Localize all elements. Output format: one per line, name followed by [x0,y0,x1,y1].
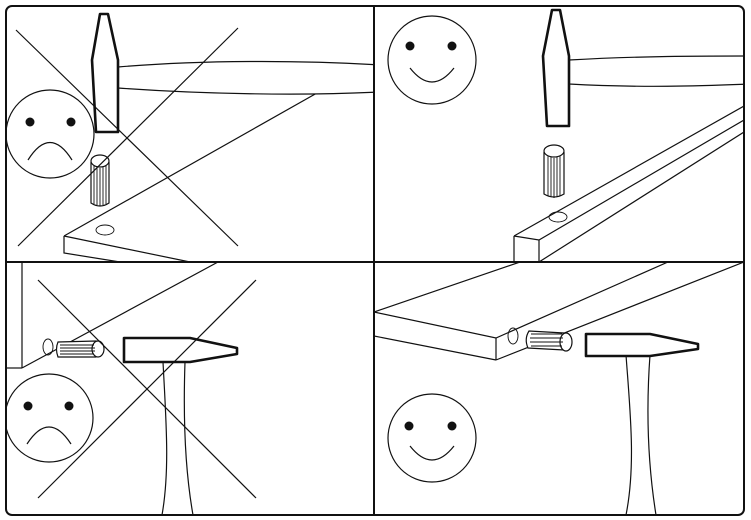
hammer-icon [584,332,700,515]
dowel-icon [525,330,573,352]
panel-top-right [387,8,744,262]
panel-borders [5,5,745,516]
wood-panel [513,105,744,262]
panel-bottom-left [6,262,257,515]
happy-face-icon [387,15,477,105]
sad-face-icon [6,89,95,179]
cross-out-icon [15,27,239,247]
panel-bottom-right [374,262,744,515]
wood-panel [63,79,341,262]
happy-face-icon [387,393,477,483]
dowel-icon [55,340,105,358]
dowel-icon [90,154,110,207]
cross-out-icon [37,279,257,499]
hammer-icon [541,8,744,128]
dowel-icon [543,144,565,198]
sad-face-icon [6,373,94,463]
hammer-icon [122,336,239,515]
panel-top-left [6,12,374,262]
wood-panel [6,262,219,369]
hammer-icon [90,12,374,134]
